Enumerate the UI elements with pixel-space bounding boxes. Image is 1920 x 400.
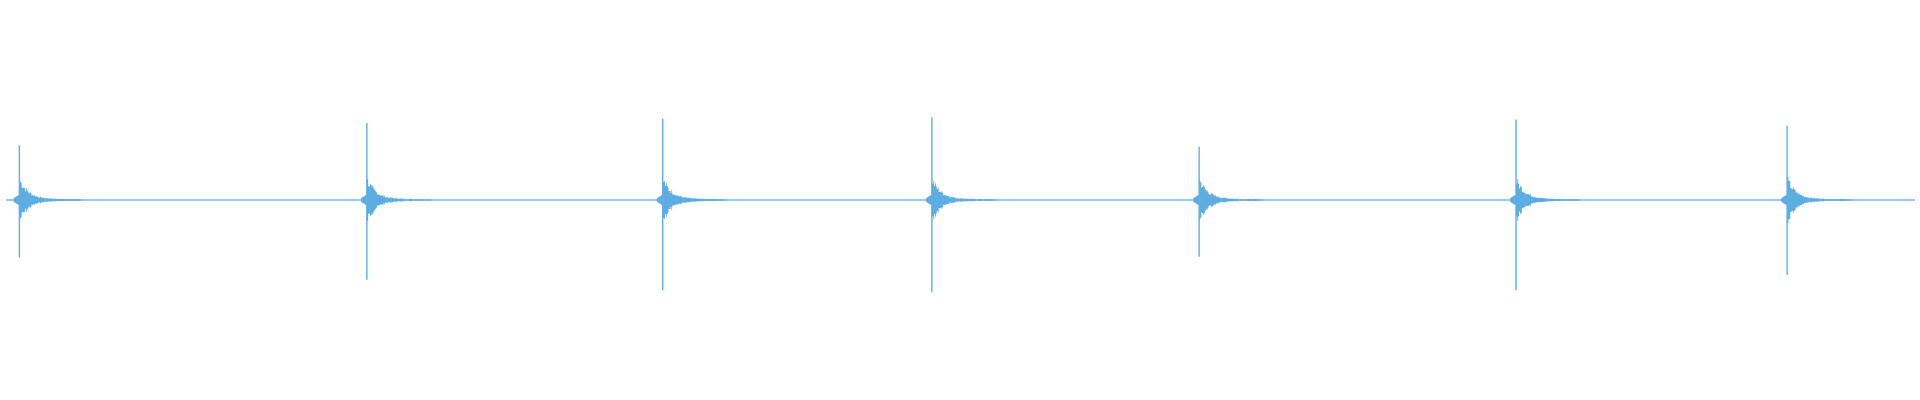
waveform-transient: [1781, 125, 1851, 275]
transient-decay: [367, 179, 431, 221]
transient-decay: [19, 181, 83, 219]
transient-pre-ripple: [1193, 195, 1199, 205]
waveform-transient: [13, 145, 83, 258]
transient-pre-ripple: [13, 195, 19, 205]
transient-pre-ripple: [926, 195, 932, 205]
transient-decay: [932, 181, 996, 219]
waveform-transient: [656, 118, 727, 291]
waveform-transient: [926, 117, 996, 293]
transient-pre-ripple: [656, 195, 663, 205]
transient-pre-ripple: [360, 195, 367, 205]
waveform-transient: [1193, 146, 1263, 257]
transient-pre-ripple: [1510, 195, 1516, 205]
transient-decay: [1787, 177, 1851, 223]
transient-pre-ripple: [1781, 195, 1787, 205]
waveform-transient: [1510, 119, 1580, 291]
transient-decay: [663, 181, 727, 219]
transient-decay: [1199, 180, 1263, 220]
waveform-transient: [360, 123, 431, 280]
transient-decay: [1516, 179, 1580, 221]
waveform-marks: [6, 117, 1915, 293]
